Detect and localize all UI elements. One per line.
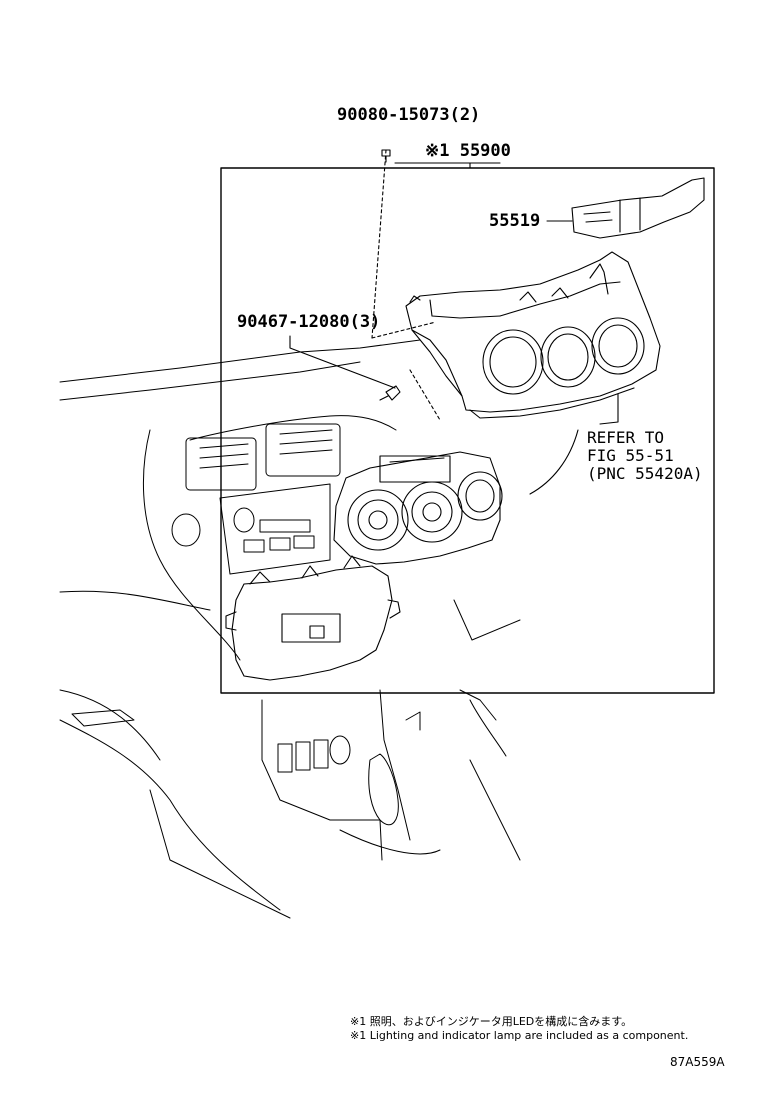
- label-refer-line3: (PNC 55420A): [587, 464, 703, 483]
- figure-code: 87A559A: [670, 1055, 725, 1069]
- leader-bolt-dashed: [371, 149, 387, 339]
- screw-icon: [379, 385, 401, 401]
- dashboard-outline: [59, 339, 521, 919]
- leader-screw-dashed: [409, 369, 441, 421]
- control-panel-housing: [405, 251, 661, 419]
- label-assembly-part: ※1 55900: [425, 141, 511, 161]
- climate-control-unit: [333, 451, 503, 565]
- label-screw-part: 90467-12080(3): [237, 312, 381, 332]
- mounting-bracket: [225, 555, 401, 681]
- leader-refer: [599, 393, 619, 425]
- label-bolt-part: 90080-15073(2): [337, 105, 481, 125]
- assembly-frame: [220, 167, 715, 694]
- label-refer-line1: REFER TO: [587, 428, 665, 447]
- bezel-55519: [571, 177, 705, 239]
- refer-arc: [529, 429, 579, 495]
- leader-bolt-dashed-2: [371, 321, 437, 339]
- note-english: ※1 Lighting and indicator lamp are inclu…: [350, 1029, 689, 1042]
- leader-screw: [289, 335, 396, 389]
- bolt-icon: [381, 149, 391, 163]
- note-japanese: ※1 照明、およびインジケータ用LEDを構成に含みます。: [350, 1015, 633, 1028]
- label-refer-line2: FIG 55-51: [587, 446, 674, 465]
- label-bezel-part: 55519: [489, 211, 541, 231]
